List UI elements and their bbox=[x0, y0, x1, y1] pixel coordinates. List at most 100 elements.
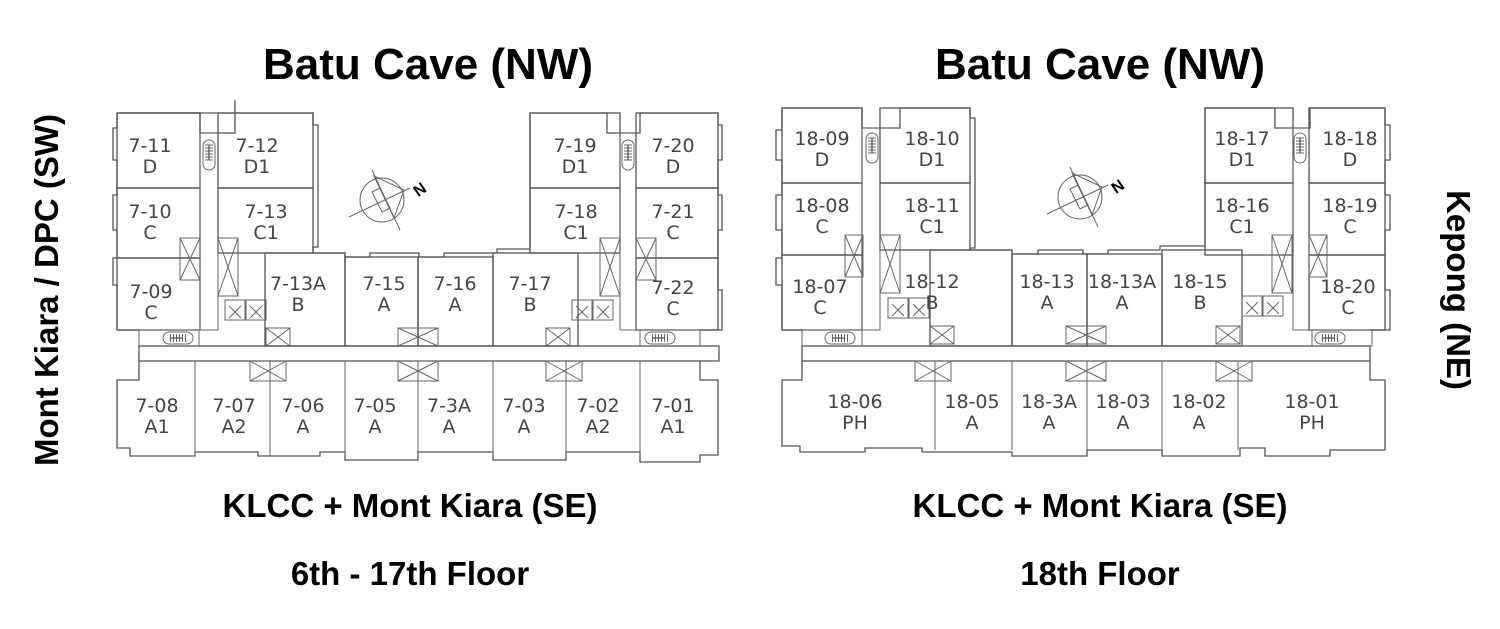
unit-type: A bbox=[1041, 292, 1054, 314]
stair-icon bbox=[202, 139, 216, 171]
unit-number: 7-06 bbox=[281, 395, 324, 417]
shaft-cross bbox=[1065, 325, 1107, 345]
wall bbox=[879, 182, 971, 251]
plan1-top-title: Batu Cave (NW) bbox=[262, 40, 594, 89]
stair-outline bbox=[644, 331, 676, 345]
unit-type: C bbox=[813, 297, 826, 319]
unit-type: A bbox=[1117, 412, 1130, 434]
compass-marker bbox=[1069, 184, 1089, 210]
compass-axis bbox=[1046, 184, 1109, 215]
unit-type: C bbox=[1341, 297, 1354, 319]
compass-axis bbox=[348, 187, 411, 218]
unit-number: 18-3A bbox=[1021, 391, 1077, 413]
stair-outline bbox=[621, 139, 635, 171]
unit-number: 18-09 bbox=[794, 128, 849, 150]
unit-type: D bbox=[143, 156, 158, 178]
shaft-icon bbox=[179, 237, 201, 281]
unit-number: 18-19 bbox=[1322, 195, 1377, 217]
shaft-icon bbox=[249, 360, 287, 382]
right-plan-left-edge bbox=[775, 108, 783, 330]
stair-outline bbox=[1314, 331, 1346, 345]
shaft-cross bbox=[1271, 234, 1293, 294]
plan2-floor-title: 18th Floor bbox=[1020, 555, 1180, 592]
unit-number: 7-09 bbox=[129, 281, 172, 303]
unit-type: D bbox=[815, 149, 830, 171]
shaft-cross bbox=[545, 327, 571, 347]
lift-cross bbox=[228, 305, 242, 319]
unit-type: D bbox=[1343, 149, 1358, 171]
unit-number: 7-18 bbox=[554, 201, 597, 223]
unit-number: 18-03 bbox=[1095, 391, 1150, 413]
shaft-icon bbox=[1271, 234, 1293, 294]
lift-icon bbox=[224, 299, 267, 321]
unit-number: 18-07 bbox=[792, 276, 847, 298]
lift-car bbox=[245, 299, 267, 321]
right-plan-lower-outline bbox=[781, 361, 1386, 457]
compass-circle bbox=[1057, 174, 1103, 220]
unit-type: C bbox=[666, 298, 679, 320]
compass-north-label: N bbox=[411, 180, 430, 201]
unit-type: A bbox=[449, 294, 462, 316]
unit-number: 7-19 bbox=[553, 135, 596, 157]
stair-icon bbox=[1293, 132, 1307, 164]
shaft-cross bbox=[179, 237, 201, 281]
unit-number: 7-17 bbox=[508, 273, 551, 295]
shaft-icon bbox=[599, 237, 621, 297]
shaft-icon bbox=[1308, 234, 1328, 278]
unit-type: PH bbox=[1299, 412, 1325, 434]
shaft-icon bbox=[1215, 325, 1241, 345]
shaft-cross bbox=[217, 237, 239, 297]
left-plan-left-edge bbox=[112, 113, 118, 330]
lift-icon bbox=[887, 297, 930, 319]
unit-type: C bbox=[143, 222, 156, 244]
unit-number: 18-13A bbox=[1088, 271, 1156, 293]
unit-number: 7-12 bbox=[235, 135, 278, 157]
unit-type: C bbox=[1343, 216, 1356, 238]
lift-cross bbox=[912, 303, 926, 317]
outline bbox=[120, 100, 236, 114]
plan2-bottom-title: KLCC + Mont Kiara (SE) bbox=[912, 487, 1288, 524]
main-corridor bbox=[801, 345, 1371, 362]
lift-icon bbox=[1241, 295, 1284, 317]
unit-type: C1 bbox=[1229, 216, 1254, 238]
unit-number: 7-13 bbox=[244, 201, 287, 223]
compass-arrow bbox=[1070, 171, 1103, 217]
unit-number: 7-15 bbox=[362, 273, 405, 295]
shaft-icon bbox=[545, 360, 583, 382]
lift-car bbox=[224, 299, 246, 321]
unit-type: A bbox=[1116, 292, 1129, 314]
shaft-cross bbox=[599, 237, 621, 297]
shaft-cross bbox=[879, 234, 901, 294]
lift-cross bbox=[575, 305, 589, 319]
shaft-icon bbox=[844, 234, 864, 278]
unit-number: 18-08 bbox=[794, 195, 849, 217]
lift-cross bbox=[1266, 301, 1280, 315]
plan1-floor-title: 6th - 17th Floor bbox=[290, 555, 530, 592]
unit-type: B bbox=[291, 294, 304, 316]
unit-type: A bbox=[443, 416, 456, 438]
stair-icon bbox=[621, 139, 635, 171]
plan1-bottom-title: KLCC + Mont Kiara (SE) bbox=[222, 487, 598, 524]
